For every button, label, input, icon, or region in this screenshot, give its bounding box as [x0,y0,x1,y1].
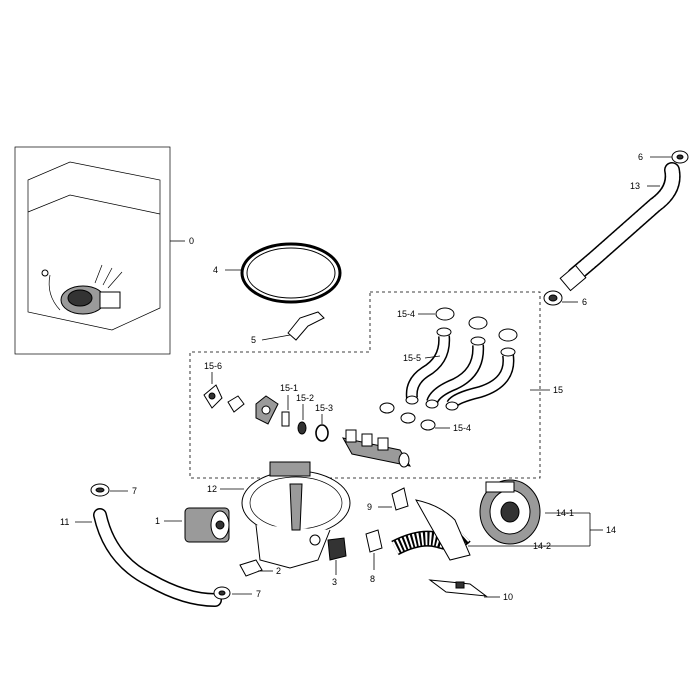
label-15-5: 15-5 [403,353,421,363]
label-1: 1 [155,516,160,526]
label-15-4-bottom: 15-4 [453,423,471,433]
part-15-4-clamps-bottom: 15-4 [379,402,471,433]
label-4: 4 [213,265,218,275]
part-15-4-clamps-top: 15-4 [397,307,518,342]
part-7-clamp-bottom: 7 [213,586,261,600]
label-0: 0 [189,236,194,246]
label-15-4-top: 15-4 [397,309,415,319]
sump-motor-illustration [41,264,123,315]
part-7-clamp-top: 7 [90,483,137,497]
part-15-6: 15-6 [203,361,279,425]
part-14-1-cover [479,479,541,545]
label-14-1: 14-1 [556,508,574,518]
part-2: 2 [239,559,281,577]
label-3: 3 [332,577,337,587]
label-15-6: 15-6 [204,361,222,371]
label-2: 2 [276,566,281,576]
part-8: 8 [365,529,383,584]
label-15: 15 [553,385,563,395]
part-12-sump-housing: 12 [207,461,351,569]
part-14-housing: 14-1 14-2 14 [391,479,616,561]
label-15-2: 15-2 [296,393,314,403]
label-9: 9 [367,502,372,512]
part-6-clamp-top: 6 [638,150,689,164]
part-6-clamp-bottom: 6 [543,290,587,307]
part-15-assembly: 15 15-4 15-5 [189,291,563,479]
part-5-bracket: 5 [251,311,325,345]
label-7-bottom: 7 [256,589,261,599]
part-15-manifold [342,429,412,468]
part-4-gasket: 4 [213,242,342,304]
part-1-pump-motor: 1 [155,507,230,543]
label-14-2: 14-2 [533,541,551,551]
label-15-1: 15-1 [280,383,298,393]
label-12: 12 [207,484,217,494]
part-15-2: 15-2 [296,393,314,435]
part-15-5-hoses: 15-5 [403,327,516,411]
label-13: 13 [630,181,640,191]
part-9: 9 [367,487,409,512]
part-11-hose: 11 [60,508,222,607]
label-6-top: 6 [638,152,643,162]
part-3: 3 [327,537,347,587]
part-15-1: 15-1 [280,383,298,427]
part-15-3: 15-3 [315,403,333,442]
label-11: 11 [60,517,69,527]
label-6-bottom: 6 [582,297,587,307]
part-0-sump-assembly: 0 [14,146,194,355]
label-5: 5 [251,335,256,345]
label-10: 10 [503,592,513,602]
part-10: 10 [428,579,513,602]
part-13-drain-hose: 13 [559,162,681,292]
label-14: 14 [606,525,616,535]
label-7-top: 7 [132,486,137,496]
label-15-3: 15-3 [315,403,333,413]
label-8: 8 [370,574,375,584]
